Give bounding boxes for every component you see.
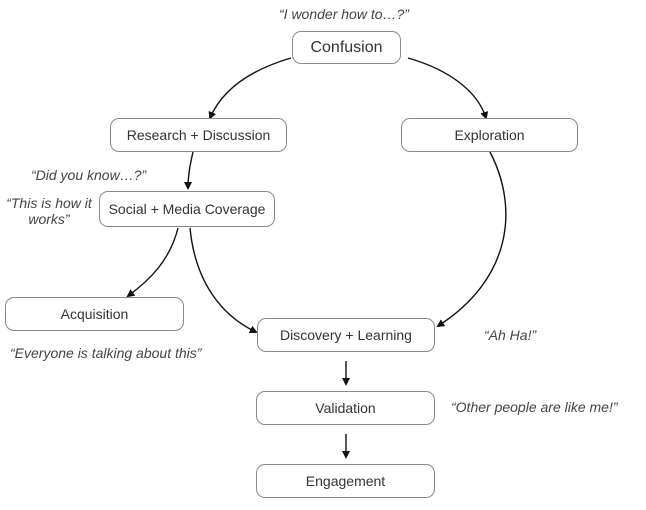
node-validation: Validation (256, 391, 435, 425)
quote-ah-ha: “Ah Ha!” (484, 327, 537, 343)
node-discovery: Discovery + Learning (257, 318, 435, 352)
edge-social-acquisition (126, 227, 179, 298)
quote-confusion: “I wonder how to…?” (279, 6, 409, 22)
edge-research-social (184, 151, 194, 190)
edge-confusion-research (208, 57, 292, 120)
edge-exploration-discovery (436, 151, 507, 328)
quote-did-you-know: “Did you know…?” (31, 167, 147, 183)
node-acquisition: Acquisition (5, 297, 184, 331)
node-engagement: Engagement (256, 464, 435, 498)
node-exploration: Exploration (401, 118, 578, 152)
node-social-media: Social + Media Coverage (99, 191, 275, 227)
edge-confusion-exploration (407, 57, 489, 120)
node-research: Research + Discussion (110, 118, 287, 152)
edge-social-discovery (189, 227, 258, 334)
quote-other-people: “Other people are like me!” (451, 399, 618, 415)
quote-how-it-works: “This is how it works” (4, 195, 94, 227)
node-confusion: Confusion (292, 31, 401, 64)
quote-how-it-works-line1: “This is how it (6, 195, 92, 211)
quote-how-it-works-line2: works” (28, 211, 70, 227)
quote-everyone: “Everyone is talking about this” (10, 345, 202, 361)
